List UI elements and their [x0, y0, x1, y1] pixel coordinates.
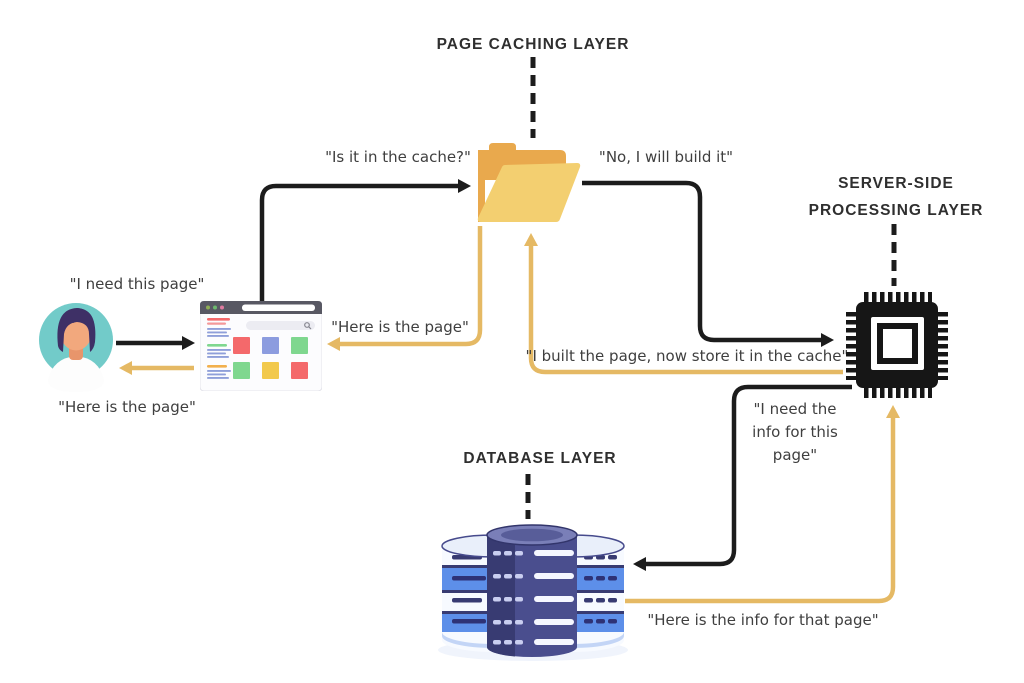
cpu-core: [883, 329, 912, 358]
server-cpu-icon: [846, 292, 948, 398]
avatar-hair-swoop: [70, 308, 95, 334]
msg-here-is-the-page-cache: "Here is the page": [331, 318, 469, 336]
arrow-cache-to-browser: [327, 226, 483, 351]
msg-is-it-in-the-cache: "Is it in the cache?": [325, 148, 471, 166]
folder-back: [478, 143, 566, 222]
browser-content-grid: [233, 337, 308, 379]
msg-need-info-line3: page": [772, 446, 818, 464]
server-side-title-line2: PROCESSING LAYER: [808, 202, 984, 219]
arrow-server-to-database: [633, 384, 852, 571]
msg-here-is-info-for-page: "Here is the info for that page": [647, 611, 879, 629]
msg-built-page-store-cache: "I built the page, now store it in the c…: [525, 347, 849, 365]
arrow-server-to-cache: [524, 233, 843, 375]
msg-i-need-this-page: "I need this page": [69, 275, 205, 293]
msg-need-info-line1: "I need the: [753, 400, 837, 418]
msg-need-info-for-page: "I need the info for this page": [752, 398, 838, 467]
browser-search-bar: [246, 321, 315, 330]
server-side-title-line1: SERVER-SIDE: [838, 175, 954, 192]
browser-dot-1: [206, 305, 210, 310]
search-icon: [304, 322, 310, 328]
browser-dot-3: [220, 305, 224, 310]
arrow-cache-to-server: [582, 180, 834, 347]
arrow-browser-to-cache: [259, 179, 471, 302]
msg-need-info-line2: info for this: [752, 423, 838, 441]
browser-text-lines: [207, 318, 231, 379]
database-layer-title: DATABASE LAYER: [463, 450, 617, 467]
page-caching-layer-title: PAGE CACHING LAYER: [436, 36, 630, 53]
cache-folder-icon: [477, 143, 581, 222]
browser-dot-2: [213, 305, 217, 310]
arrow-database-to-server: [625, 405, 900, 604]
browser-address-bar: [242, 304, 315, 311]
user-avatar-icon: [39, 303, 113, 392]
db-cylinder-center: [486, 524, 578, 657]
folder-front-flap: [477, 163, 581, 222]
avatar-shirt: [48, 356, 104, 392]
browser-window-icon: [200, 301, 322, 391]
database-icon: [438, 524, 628, 661]
msg-here-is-the-page-user: "Here is the page": [58, 398, 196, 416]
msg-no-i-will-build-it: "No, I will build it": [598, 148, 734, 166]
